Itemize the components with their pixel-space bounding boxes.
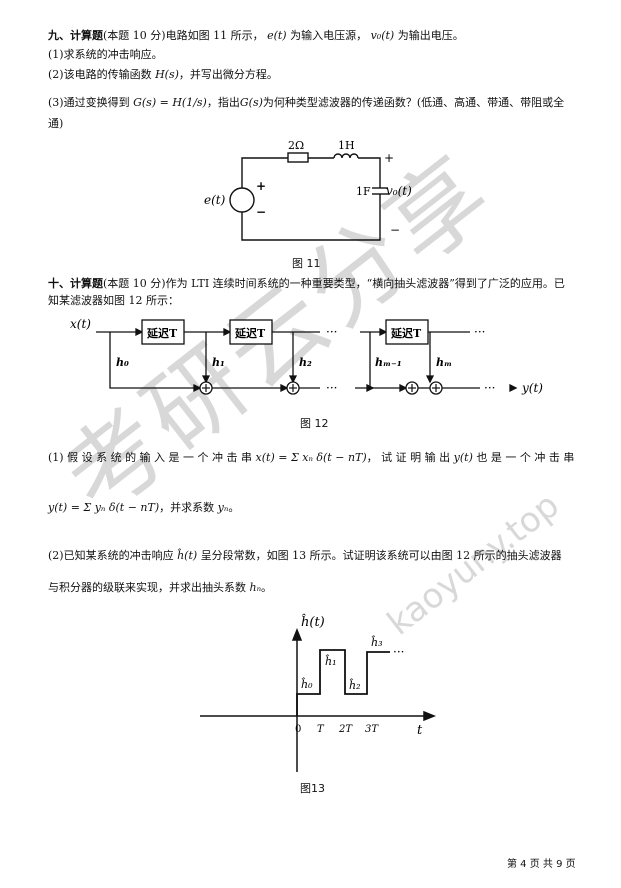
q9-Gs: G(s) [239,96,263,109]
inductor-label: 1H [338,140,355,152]
fig13-dots: ··· [393,645,404,659]
fig12-dots-top: ··· [326,325,337,339]
q9-is-input: 为输入电压源， [290,29,368,42]
q10-yt-formula: y(t) = Σ yₙ δ(t − nT) [48,501,160,514]
q9-p2a: (2)该电路的传输函数 [48,68,152,81]
q10-hhat: ĥ(t) [177,549,198,562]
tap-hm-label: hₘ [436,356,452,369]
q10-part-1-cont: y(t) = Σ yₙ δ(t − nT)，并求系数 yₙ。 [48,501,239,515]
tap-hm1-label: hₘ₋₁ [375,356,402,369]
q10-yn: yₙ [217,501,229,514]
q10-p1e: 。 [228,501,240,514]
output-minus: − [390,223,400,237]
q10-p1a: (1) 假 设 系 统 的 输 入 是 一 个 冲 击 串 [48,451,253,464]
q10-yt: y(t) [453,451,473,464]
q10-hn: hₙ [249,581,262,594]
tick-0: 0 [295,724,301,735]
fig13-xlabel: t [417,723,423,738]
q9-part-2: (2)该电路的传输函数 H(s)，并写出微分方程。 [48,68,278,82]
q9-p2b: ，并写出微分方程。 [178,68,278,81]
tick-T: T [317,724,325,735]
q9-p3c: 为何种类型滤波器的传递函数？(低通、高通、带通、带阻或全 [262,96,565,109]
fig13-caption: 图13 [300,782,325,795]
q10-p1d: ，并求系数 [159,501,215,514]
q10-xt-formula: x(t) = Σ xₙ δ(t − nT) [255,451,367,464]
fig12-output-label: y(t) [521,381,543,395]
source-plus: + [256,179,266,193]
delay-block-m: 延迟T [390,326,422,340]
fig11-caption: 图 11 [292,257,321,270]
source-minus: − [256,205,266,219]
q10-line-2: 知某滤波器如图 12 所示： [48,294,179,307]
fig12-dots-bottom: ··· [326,381,337,395]
resistor-label: 2Ω [288,140,304,152]
q9-is-output: 为输出电压。 [397,29,464,42]
impulse-response-plot: ĥ(t) t 0 T 2T 3T ĥ₀ ĥ₁ ĥ₂ ĥ₃ ··· [200,614,437,772]
q10-p1b: ， 试 证 明 输 出 [366,451,451,464]
fig12-dots-top-right: ··· [474,325,485,339]
q10-heading: 十、计算题 [48,277,103,290]
delay-block-1: 延迟T [146,326,178,340]
tick-2T: 2T [338,724,353,735]
q9-et: e(t) [267,29,287,42]
source-label: e(t) [204,193,226,207]
tap-h0-label: h₀ [116,356,129,369]
q9-vot: v₀(t) [370,29,395,42]
tap-h1-label: h₁ [212,356,225,369]
q9-part-3: (3)通过变换得到 G(s) = H(1/s)，指出G(s)为何种类型滤波器的传… [48,96,564,110]
level-h3: ĥ₃ [371,635,383,649]
capacitor-label: 1F [356,185,371,198]
q10-p2b: 呈分段常数，如图 13 所示。试证明该系统可以由图 12 所示的抽头滤波器 [200,549,562,562]
q10-p1c: 也 是 一 个 冲 击 串 [476,451,575,464]
q9-p3a: (3)通过变换得到 [48,96,130,109]
output-plus: + [384,151,394,165]
q9-score: (本题 10 分)电路如图 11 所示， [103,29,264,42]
q10-part-2-cont: 与积分器的级联来实现，并求出抽头系数 hₙ。 [48,581,272,595]
q9-Gs-eq: G(s) = H(1/s) [133,96,207,109]
page-footer: 第 4 页 共 9 页 [507,859,576,870]
q9-p3b: ，指出 [206,96,240,109]
fig12-caption: 图 12 [300,417,329,430]
q10-part-2: (2)已知某系统的冲击响应 ĥ(t) 呈分段常数，如图 13 所示。试证明该系统… [48,549,562,563]
circuit-diagram: 2Ω 1H 1F v₀(t) e(t) + − + − [204,140,412,241]
q9-part-1: (1)求系统的冲击响应。 [48,48,163,61]
q10-p2c: 与积分器的级联来实现，并求出抽头系数 [48,581,246,594]
delay-block-2: 延迟T [234,326,266,340]
level-h2: ĥ₂ [349,678,361,692]
fig13-ylabel: ĥ(t) [301,614,325,630]
q10-p2a: (2)已知某系统的冲击响应 [48,549,174,562]
q10-line1: (本题 10 分)作为 LTI 连续时间系统的一种重要类型，“横向抽头滤波器”得… [103,277,565,290]
q9-part-3-cont: 通) [48,117,64,130]
q10-part-1: (1) 假 设 系 统 的 输 入 是 一 个 冲 击 串 x(t) = Σ x… [48,451,574,465]
q9-Hs: H(s) [155,68,179,81]
fig12-dots-right: ··· [484,381,495,395]
q10-p2d: 。 [261,581,273,594]
tick-3T: 3T [365,724,379,735]
fig12-input-label: x(t) [70,317,91,331]
output-voltage-label: v₀(t) [386,184,412,198]
q9-heading: 九、计算题 [48,29,103,42]
level-h0: ĥ₀ [301,677,313,691]
level-h1: ĥ₁ [325,654,337,668]
q10-line-1: 十、计算题(本题 10 分)作为 LTI 连续时间系统的一种重要类型，“横向抽头… [48,277,565,291]
q9-line-1: 九、计算题(本题 10 分)电路如图 11 所示， e(t) 为输入电压源， v… [48,29,464,43]
tapped-delay-filter-diagram: x(t) 延迟T 延迟T 延迟T h₀ h₁ h₂ hₘ₋₁ hₘ ··· ··… [70,317,543,395]
tap-h2-label: h₂ [299,356,312,369]
